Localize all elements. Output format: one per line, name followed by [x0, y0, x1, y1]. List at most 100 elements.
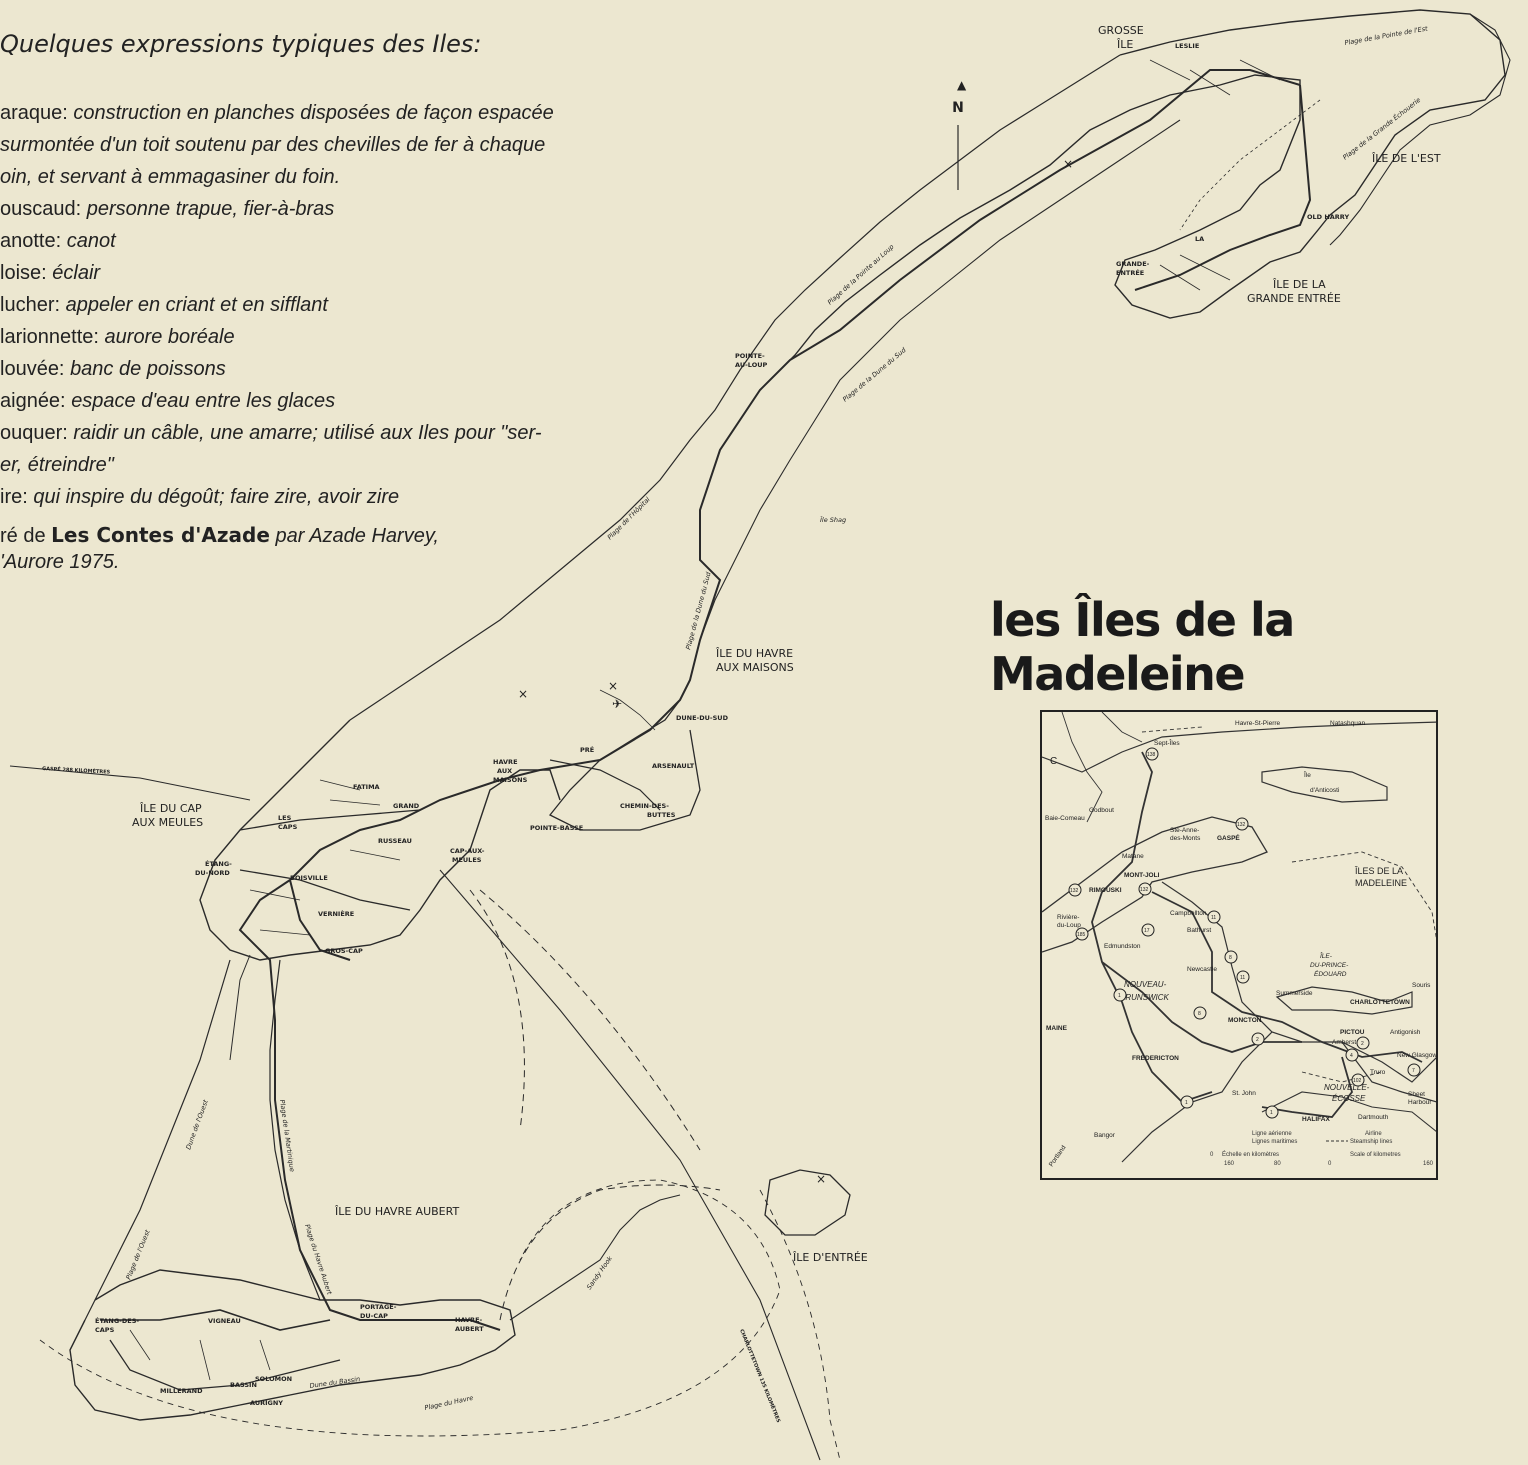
- svg-text:11: 11: [1240, 975, 1245, 981]
- route-shield: 11: [1207, 910, 1221, 924]
- route-shield: 2: [1251, 1032, 1265, 1046]
- inset-label-gaspe: GASPÉ: [1217, 833, 1240, 842]
- route-shield: 1: [1113, 988, 1127, 1002]
- label-havre-aubert-village-1: HAVRE-: [455, 1316, 483, 1324]
- inset-label-dartmouth: Dartmouth: [1358, 1114, 1389, 1121]
- page-title: les Îles de la Madeleine: [990, 593, 1295, 701]
- label-russeau: RUSSEAU: [378, 837, 412, 845]
- inset-label-new-glasgow: New Glasgow: [1397, 1052, 1437, 1059]
- cap-aux-meules-coast: [199, 719, 561, 961]
- route-shield: 1: [1265, 1105, 1279, 1119]
- inset-label-nouveau-brunswick-1: NOUVEAU-: [1124, 980, 1167, 989]
- label-la: LA: [1195, 235, 1204, 243]
- list-item: louvée: banc de poissons: [0, 358, 226, 380]
- inset-label-bathurst: Bathurst: [1187, 927, 1211, 934]
- legend-sea-en: Steamship lines: [1350, 1139, 1392, 1145]
- north-label: N: [952, 100, 964, 116]
- label-leslie: LESLIE: [1175, 42, 1199, 50]
- legend-scale-fr: Échelle en kilomètres: [1222, 1151, 1279, 1158]
- list-item: ouquer: raidir un câble, une amarre; uti…: [0, 422, 542, 444]
- svg-text:8: 8: [1229, 955, 1232, 961]
- svg-text:1: 1: [1185, 1100, 1188, 1106]
- inset-label-bangor: Bangor: [1094, 1132, 1116, 1139]
- inset-label-st-john: St. John: [1232, 1090, 1256, 1097]
- pei-island: [1275, 986, 1413, 1015]
- expressions-list: araque: construction en planches disposé…: [0, 97, 640, 513]
- label-pointe-basse: POINTE-BASSE: [530, 824, 583, 832]
- label-grande-entree-2: GRANDE ENTRÉE: [1247, 292, 1341, 305]
- svg-text:2: 2: [1256, 1037, 1259, 1043]
- svg-text:7: 7: [1412, 1068, 1415, 1074]
- svg-text:160: 160: [1224, 1161, 1235, 1167]
- inset-label-summerside: Summerside: [1276, 990, 1313, 997]
- sandy-hook: [509, 1194, 681, 1321]
- route-shield: 132: [1138, 882, 1152, 896]
- list-item: oin, et servant à emmagasiner du foin.: [0, 166, 341, 188]
- route-shield: 17: [1141, 923, 1155, 937]
- label-etang-du-nord-2: DU-NORD: [195, 869, 230, 877]
- shipwreck-icon: ×: [608, 679, 618, 693]
- label-bassin: BASSIN: [230, 1381, 257, 1389]
- inset-label-ste-anne-1: Ste-Anne-: [1170, 827, 1199, 834]
- label-plage-pointe-au-loup: Plage de la Pointe au Loup: [826, 243, 896, 307]
- list-item: loise: éclair: [0, 262, 101, 284]
- list-item: araque: construction en planches disposé…: [0, 102, 554, 124]
- nova-scotia-coast: [1341, 1041, 1436, 1103]
- label-les-caps-1: LES: [278, 814, 292, 822]
- label-etang-des-caps-2: CAPS: [95, 1326, 115, 1334]
- svg-text:1: 1: [1118, 993, 1121, 999]
- label-pre: PRÉ: [580, 745, 594, 754]
- svg-text:1: 1: [1270, 1110, 1273, 1116]
- inset-label-ipe-3: ÉDOUARD: [1314, 969, 1347, 978]
- label-pointe-au-loup-2: AU-LOUP: [735, 361, 768, 369]
- svg-text:11: 11: [1211, 915, 1216, 921]
- inset-label-mont-joli: MONT-JOLI: [1124, 872, 1160, 879]
- inset-label-godbout: Godbout: [1089, 807, 1114, 814]
- label-grosse-ile-2: ÎLE: [1116, 38, 1133, 51]
- label-havre-aux-maisons-village-3: MAISONS: [493, 776, 528, 784]
- label-gros-cap: GROS-CAP: [325, 947, 363, 955]
- label-vigneau: VIGNEAU: [208, 1317, 241, 1325]
- inset-label-c: C: [1050, 756, 1057, 767]
- label-charlottetown-km: CHARLOTTETOWN 135 KILOMÈTRES: [738, 1328, 783, 1424]
- route-shield: 8: [1224, 950, 1238, 964]
- book-title: Les Contes d'Azade: [51, 523, 270, 547]
- label-cap-aux-meules-village-2: MEULES: [452, 856, 482, 864]
- label-grande-entree-village-1: GRANDE-: [1116, 260, 1150, 268]
- label-havre-aux-maisons-village-1: HAVRE: [493, 758, 518, 766]
- label-chemin-des-buttes-2: BUTTES: [647, 811, 676, 819]
- inset-label-iles-madeleine-2: MADELEINE: [1355, 878, 1407, 888]
- label-plage-ouest: Plage de l'Ouest: [124, 1228, 151, 1280]
- svg-text:2: 2: [1361, 1041, 1364, 1047]
- label-gaspe-km: GASPÉ 288 KILOMÈTRES: [42, 764, 111, 776]
- svg-text:4: 4: [1350, 1053, 1353, 1059]
- label-plage-pointe-est: Plage de la Pointe de l'Est: [1344, 24, 1429, 47]
- inset-label-pictou: PICTOU: [1340, 1029, 1365, 1036]
- inset-label-ste-anne-2: des-Monts: [1170, 835, 1201, 842]
- route-shield: 132: [1235, 817, 1249, 831]
- route-shield: 11: [1236, 970, 1250, 984]
- inset-label-maine: MAINE: [1046, 1025, 1068, 1032]
- legend-scale-en: Scale of kilometres: [1350, 1152, 1401, 1158]
- north-arrow-icon: ▲: [957, 78, 967, 92]
- list-item: aignée: espace d'eau entre les glaces: [0, 390, 336, 412]
- label-cap-aux-meules-1: ÎLE DU CAP: [139, 802, 202, 815]
- route-shield: 4: [1345, 1048, 1359, 1062]
- label-etang-du-nord-1: ÉTANG-: [205, 859, 232, 868]
- label-grand: GRAND: [393, 802, 420, 810]
- inset-label-nouvelle-ecosse-1: NOUVELLE-: [1324, 1083, 1370, 1092]
- label-ile-de-lest: ÎLE DE L'EST: [1371, 152, 1441, 165]
- list-item: larionnette: aurore boréale: [0, 326, 235, 348]
- inset-label-iles-madeleine-1: ÎLES DE LA: [1354, 866, 1403, 876]
- label-havre-aux-maisons-1: ÎLE DU HAVRE: [715, 647, 793, 660]
- svg-text:17: 17: [1144, 928, 1150, 934]
- list-item: ouscaud: personne trapue, fier-à-bras: [0, 198, 335, 220]
- list-item: er, étreindre": [0, 454, 114, 476]
- route-shield: 2: [1356, 1036, 1370, 1050]
- legend-air-en: Airline: [1365, 1131, 1382, 1137]
- gaspe-peninsula: [1042, 816, 1268, 953]
- label-plage-dune-du-sud: Plage de la Dune du Sud: [841, 345, 908, 403]
- route-shield: 7: [1407, 1063, 1421, 1077]
- inset-label-riviere-du-loup-1: Rivière-: [1057, 914, 1079, 921]
- list-item: ire: qui inspire du dégoût; faire zire, …: [0, 486, 400, 508]
